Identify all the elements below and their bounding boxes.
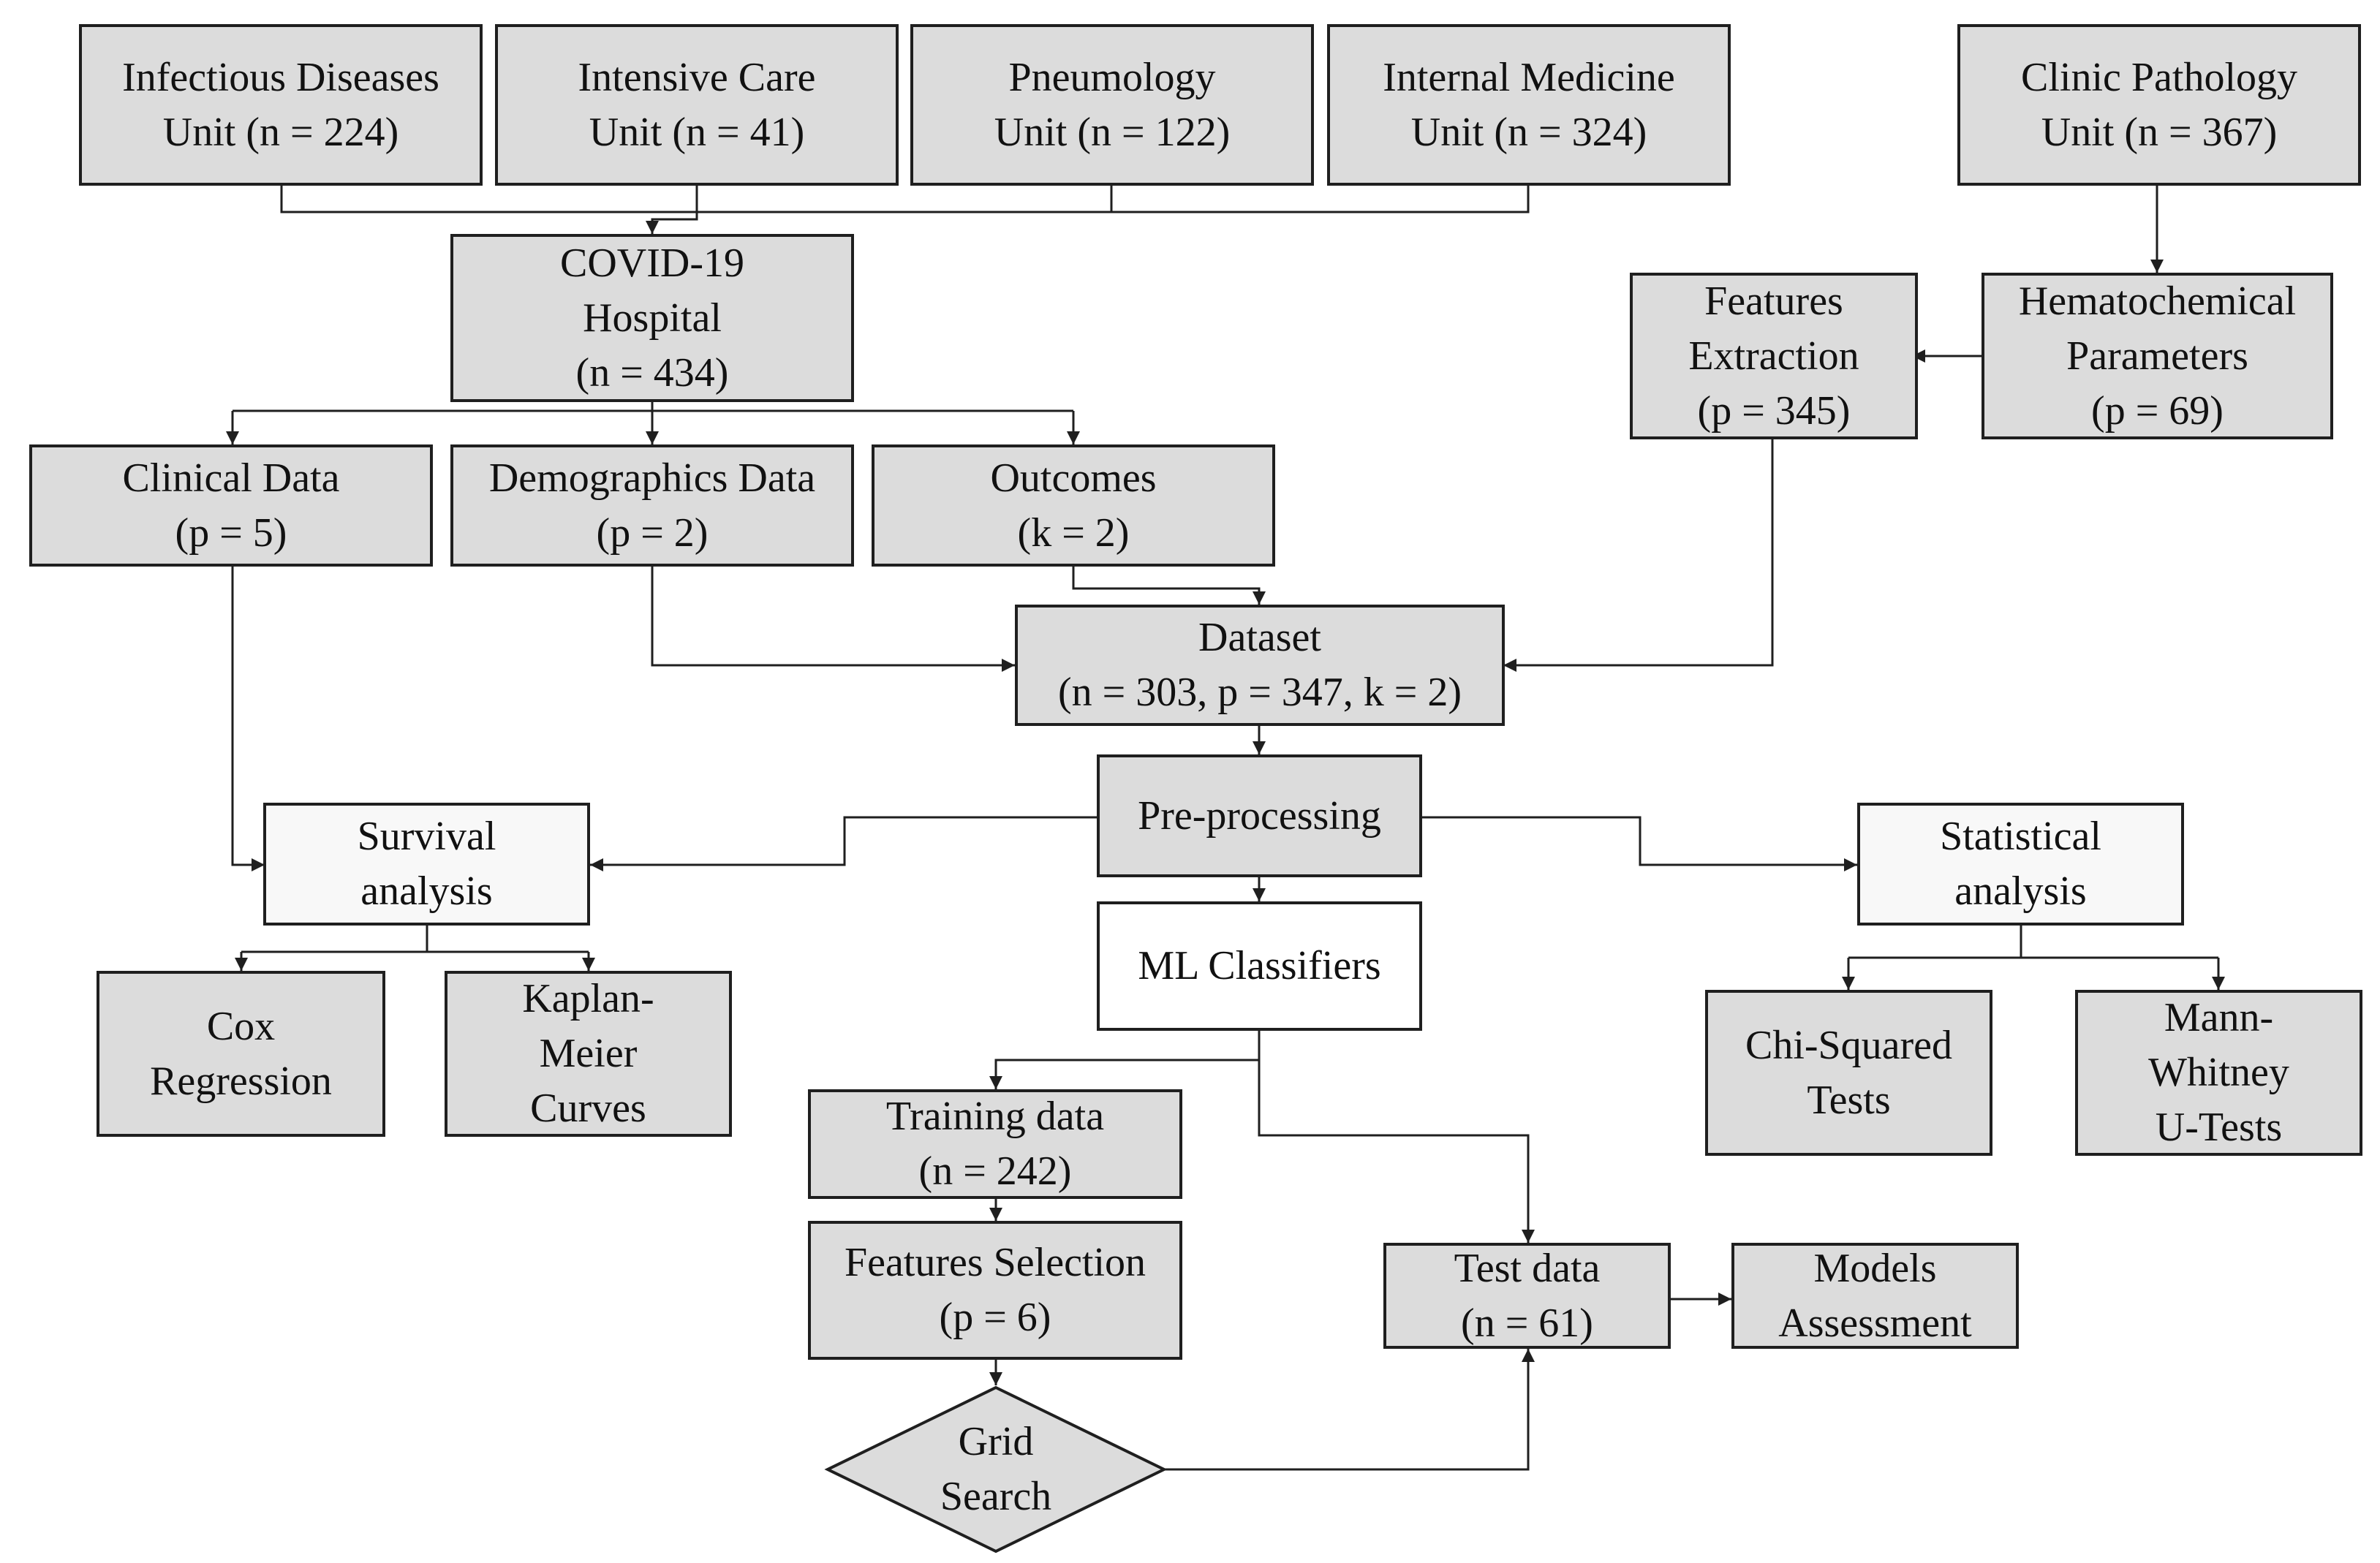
arrow-extraction-to-dataset [1503, 439, 1774, 672]
node-line: Regression [150, 1058, 332, 1104]
node-grid-search: Grid Search [886, 1415, 1106, 1524]
arrow-preprocessing-to-survival [590, 816, 1097, 871]
node-clinical-data: Clinical Data (p = 5) [29, 444, 433, 567]
node-line: Unit (n = 41) [589, 109, 805, 155]
node-clinic-pathology-unit: Clinic Pathology Unit (n = 367) [1957, 24, 2361, 186]
node-line: Mann- [2164, 995, 2274, 1040]
node-line: Cox [206, 1003, 276, 1049]
node-line: Clinical Data [122, 455, 340, 501]
arrow-ml-to-test [1258, 1060, 1535, 1243]
node-cox-regression: Cox Regression [97, 971, 385, 1137]
node-line: Test data [1454, 1245, 1601, 1291]
node-line: COVID-19 [560, 240, 744, 286]
node-line: (n = 242) [918, 1148, 1072, 1194]
node-line: (n = 61) [1461, 1300, 1593, 1346]
node-internal-medicine-unit: Internal Medicine Unit (n = 324) [1327, 24, 1731, 186]
node-features-selection: Features Selection (p = 6) [808, 1221, 1182, 1360]
node-line: (n = 434) [575, 349, 729, 396]
node-test-data: Test data (n = 61) [1383, 1243, 1671, 1349]
node-line: (p = 69) [2091, 387, 2224, 434]
node-line: (k = 2) [1017, 510, 1130, 556]
node-demographics-data: Demographics Data (p = 2) [450, 444, 854, 567]
node-intensive-care-unit: Intensive Care Unit (n = 41) [495, 24, 899, 186]
node-preprocessing: Pre-processing [1097, 754, 1422, 877]
arrow-demographics-to-dataset [651, 567, 1015, 672]
node-covid-hospital: COVID-19 Hospital (n = 434) [450, 234, 854, 402]
arrow-outcomes-to-dataset [1072, 567, 1266, 605]
node-mann-whitney-u-tests: Mann- Whitney U-Tests [2075, 990, 2362, 1156]
node-training-data: Training data (n = 242) [808, 1089, 1182, 1199]
node-infectious-diseases-unit: Infectious Diseases Unit (n = 224) [79, 24, 483, 186]
node-line: Tests [1807, 1077, 1891, 1123]
node-line: Unit (n = 224) [162, 109, 399, 155]
node-line: Kaplan- [522, 976, 654, 1021]
node-line: Models [1813, 1245, 1937, 1291]
node-ml-classifiers: ML Classifiers [1097, 901, 1422, 1031]
node-line: Demographics Data [488, 455, 816, 501]
arrow-grid-to-test [1164, 1349, 1535, 1471]
node-line: U-Tests [2155, 1105, 2283, 1150]
node-line: Outcomes [990, 455, 1157, 501]
node-line: Pre-processing [1138, 792, 1381, 839]
node-chi-squared-tests: Chi-Squared Tests [1705, 990, 1992, 1156]
arrow-ml-to-training [989, 1031, 1261, 1089]
node-dataset: Dataset (n = 303, p = 347, k = 2) [1015, 605, 1505, 726]
node-line: Internal Medicine [1383, 54, 1675, 100]
arrow-clinical-to-survival [231, 567, 265, 871]
node-line: Survival [357, 814, 496, 859]
node-line: (p = 5) [175, 510, 287, 556]
node-survival-analysis: Survival analysis [263, 803, 590, 926]
node-line: Chi-Squared [1745, 1022, 1953, 1068]
node-line: Grid [958, 1419, 1034, 1464]
node-line: Assessment [1778, 1300, 1972, 1346]
node-line: Intensive Care [578, 54, 816, 100]
node-line: Pneumology [1008, 54, 1216, 100]
node-statistical-analysis: Statistical analysis [1857, 803, 2184, 926]
arrow-to-hospital [646, 212, 698, 234]
arrow-preprocessing-to-statistical [1421, 816, 1857, 871]
node-line: Unit (n = 367) [2041, 109, 2278, 155]
node-features-extraction: Features Extraction (p = 345) [1630, 273, 1918, 439]
node-line: Statistical [1940, 814, 2101, 859]
node-kaplan-meier-curves: Kaplan- Meier Curves [445, 971, 732, 1137]
node-line: Training data [885, 1094, 1105, 1139]
node-line: Unit (n = 324) [1410, 109, 1647, 155]
connector-infectious-merge [280, 186, 1530, 213]
node-line: Whitney [2148, 1050, 2289, 1095]
node-line: (p = 345) [1697, 387, 1851, 434]
node-line: analysis [360, 868, 493, 914]
node-line: Meier [539, 1031, 638, 1076]
node-line: Parameters [2066, 333, 2248, 379]
node-line: ML Classifiers [1138, 943, 1381, 988]
node-line: Search [940, 1474, 1052, 1519]
node-hematochemical-parameters: Hematochemical Parameters (p = 69) [1982, 273, 2333, 439]
node-line: Features [1704, 278, 1843, 324]
node-line: (p = 2) [596, 510, 709, 556]
node-line: Clinic Pathology [2021, 54, 2297, 100]
node-line: Curves [530, 1086, 646, 1131]
node-line: (n = 303, p = 347, k = 2) [1057, 670, 1462, 715]
grid-search-diamond [824, 1385, 1168, 1553]
node-line: Features Selection [844, 1240, 1146, 1285]
node-pneumology-unit: Pneumology Unit (n = 122) [910, 24, 1314, 186]
node-line: Infectious Diseases [122, 54, 439, 100]
node-line: Hospital [583, 295, 722, 341]
node-line: analysis [1954, 868, 2087, 914]
node-line: Unit (n = 122) [994, 109, 1231, 155]
node-line: Dataset [1198, 615, 1321, 660]
node-line: (p = 6) [939, 1295, 1051, 1340]
node-line: Hematochemical [2018, 278, 2297, 324]
node-outcomes: Outcomes (k = 2) [872, 444, 1275, 567]
node-models-assessment: Models Assessment [1731, 1243, 2019, 1349]
node-line: Extraction [1688, 333, 1859, 379]
